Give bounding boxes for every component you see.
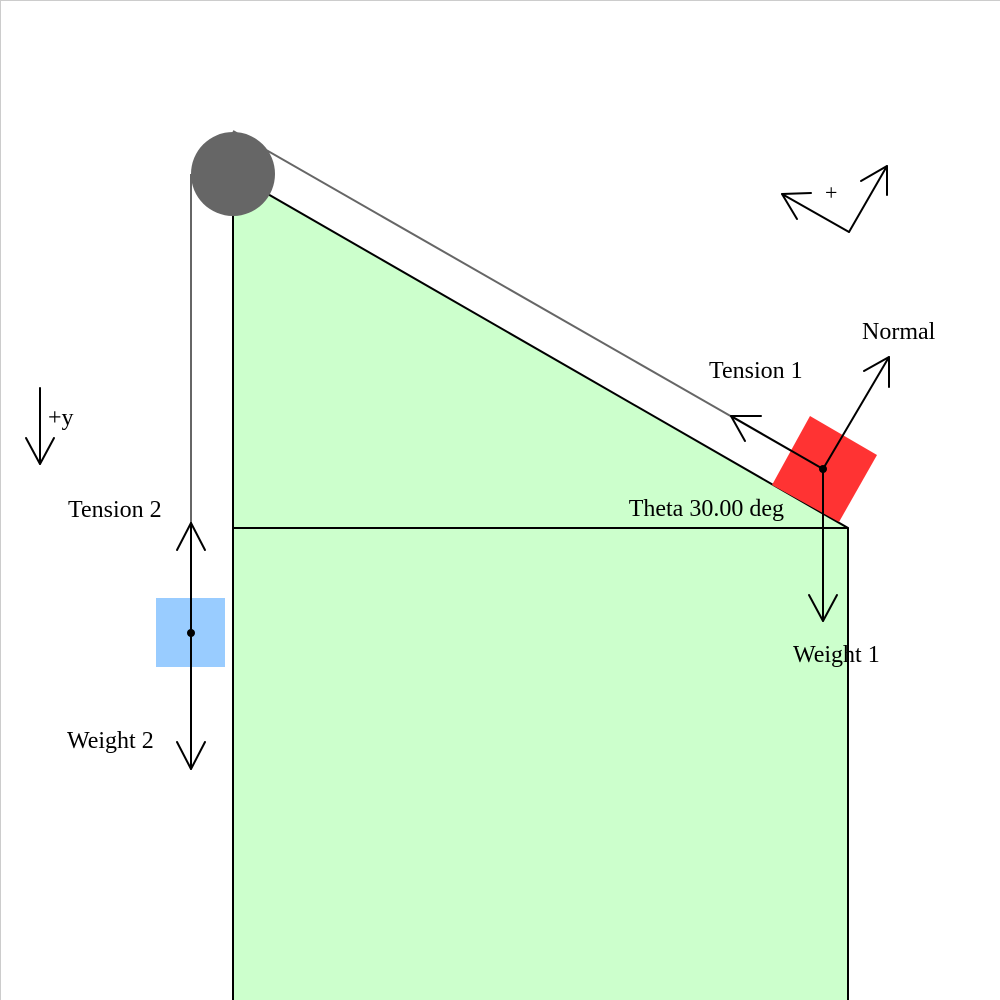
tension-1-label: Tension 1 xyxy=(709,358,803,384)
incline-positive-label: + xyxy=(825,180,837,205)
normal-label: Normal xyxy=(862,319,936,345)
down-arrow-icon xyxy=(25,387,55,465)
weight-2-arrow xyxy=(176,632,206,770)
vertical-positive-label: +y xyxy=(48,405,74,431)
normal-arrow xyxy=(822,356,890,470)
theta-label: Theta 30.00 deg xyxy=(629,496,784,522)
rope-incline xyxy=(232,130,824,470)
weight-1-arrow xyxy=(808,468,838,622)
pulley-icon xyxy=(191,132,275,216)
tension-2-label: Tension 2 xyxy=(68,497,162,523)
incline-axes-icon xyxy=(781,165,888,233)
weight-1-label: Weight 1 xyxy=(793,642,880,668)
tension-2-arrow xyxy=(176,522,206,634)
weight-2-label: Weight 2 xyxy=(67,728,154,754)
incline-wedge xyxy=(232,172,849,1000)
tension-1-arrow xyxy=(730,415,824,470)
